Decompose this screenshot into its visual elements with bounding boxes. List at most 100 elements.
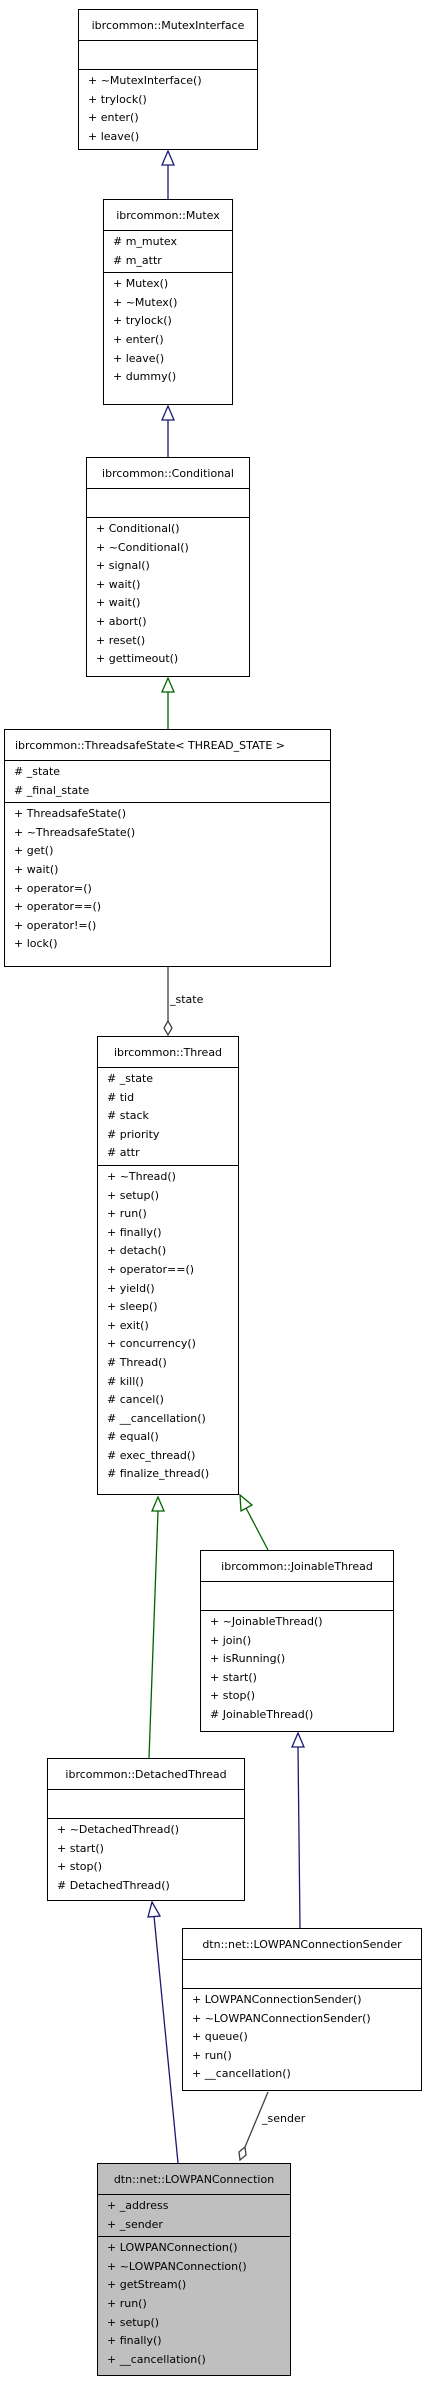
inherit-arrowhead bbox=[239, 1493, 254, 1513]
class-member: + stop() bbox=[210, 1689, 256, 1703]
class-member: + wait() bbox=[96, 596, 141, 610]
class-member: + lock() bbox=[14, 937, 58, 951]
class-member: # priority bbox=[107, 1127, 160, 1141]
edge-label-state: _state bbox=[170, 993, 204, 1006]
class-member: + ~LOWPANConnectionSender() bbox=[192, 2011, 371, 2025]
attributes-section: # _state# tid# stack# priority# attr bbox=[98, 1067, 238, 1165]
class-member: + isRunning() bbox=[210, 1652, 286, 1666]
class-member: + concurrency() bbox=[107, 1337, 196, 1351]
class-member: + finally() bbox=[107, 1225, 162, 1239]
class-member: + detach() bbox=[107, 1244, 167, 1258]
inherit-arrowhead bbox=[161, 149, 175, 166]
class-member: + __cancellation() bbox=[192, 2067, 291, 2081]
class-member: # JoinableThread() bbox=[210, 1707, 314, 1721]
class-member: + operator!=() bbox=[14, 918, 97, 932]
methods-section: + ~Thread()+ setup()+ run()+ finally()+ … bbox=[98, 1164, 238, 1486]
class-member: + ~Mutex() bbox=[113, 295, 178, 309]
class-member: + Mutex() bbox=[113, 277, 169, 291]
class-member: # tid bbox=[107, 1090, 135, 1104]
class-title: ibrcommon::JoinableThread bbox=[221, 1560, 373, 1573]
class-member: + setup() bbox=[107, 1188, 160, 1202]
class-title: dtn::net::LOWPANConnection bbox=[113, 2173, 275, 2186]
class-member: + join() bbox=[210, 1633, 252, 1647]
class-conditional[interactable]: ibrcommon::Conditional + Conditional()+ … bbox=[86, 457, 250, 677]
edge-detachedthread-to-thread bbox=[148, 1510, 159, 1759]
class-member: + operator=() bbox=[14, 881, 92, 895]
methods-section: + ~MutexInterface()+ trylock()+ enter()+… bbox=[79, 69, 257, 148]
class-title: ibrcommon::ThreadsafeState< THREAD_STATE… bbox=[15, 739, 286, 752]
class-member: + sleep() bbox=[107, 1300, 158, 1314]
class-member: + setup() bbox=[107, 2315, 160, 2329]
attributes-section bbox=[79, 40, 257, 69]
edge-lowpanconnection-uses-sender bbox=[244, 2091, 269, 2148]
class-member: # cancel() bbox=[107, 1393, 164, 1407]
class-member: + ~ThreadsafeState() bbox=[14, 825, 136, 839]
class-member: # equal() bbox=[107, 1430, 159, 1444]
class-member: + start() bbox=[210, 1670, 257, 1684]
class-member: + operator==() bbox=[107, 1262, 195, 1276]
class-member: + signal() bbox=[96, 559, 150, 573]
class-title: ibrcommon::MutexInterface bbox=[91, 19, 245, 32]
class-mutexinterface[interactable]: ibrcommon::MutexInterface + ~MutexInterf… bbox=[78, 9, 258, 150]
class-mutex[interactable]: ibrcommon::Mutex # m_mutex# m_attr + Mut… bbox=[103, 199, 233, 405]
class-title: ibrcommon::Conditional bbox=[102, 467, 234, 480]
inherit-arrowhead bbox=[161, 404, 175, 421]
class-member: + Conditional() bbox=[96, 522, 180, 535]
class-member: + operator==() bbox=[14, 900, 102, 914]
class-member: + ~LOWPANConnection() bbox=[107, 2259, 247, 2273]
edge-sender-to-joinablethread bbox=[297, 1746, 301, 1929]
class-member: # finalize_thread() bbox=[107, 1467, 210, 1481]
class-member: + exit() bbox=[107, 1318, 149, 1332]
edge-lowpanconnection-to-detachedthread bbox=[153, 1915, 179, 2164]
class-member: # _final_state bbox=[14, 783, 90, 797]
class-member: # stack bbox=[107, 1109, 149, 1123]
class-joinablethread[interactable]: ibrcommon::JoinableThread + ~JoinableThr… bbox=[200, 1550, 394, 1732]
edge-label-sender: _sender bbox=[262, 2112, 306, 2125]
attributes-section: + _address + _sender bbox=[98, 2194, 290, 2236]
class-member: + abort() bbox=[96, 614, 147, 628]
class-threadsafestate[interactable]: ibrcommon::ThreadsafeState< THREAD_STATE… bbox=[4, 729, 331, 967]
class-member: + start() bbox=[57, 1841, 104, 1855]
class-title: ibrcommon::Mutex bbox=[116, 209, 220, 222]
class-member: + enter() bbox=[113, 332, 164, 346]
class-member: + get() bbox=[14, 844, 54, 858]
class-member: + LOWPANConnectionSender() bbox=[192, 1993, 362, 2006]
class-member: + _address bbox=[107, 2199, 169, 2212]
class-detachedthread[interactable]: ibrcommon::DetachedThread + ~DetachedThr… bbox=[47, 1758, 245, 1901]
methods-section: + LOWPANConnection() + ~LOWPANConnection(… bbox=[98, 2236, 290, 2371]
class-member: + gettimeout() bbox=[96, 652, 179, 666]
class-lowpanconnectionsender[interactable]: dtn::net::LOWPANConnectionSender + LOWPA… bbox=[182, 1928, 422, 2091]
class-member: # _state bbox=[14, 765, 61, 778]
class-member: + ~Conditional() bbox=[96, 540, 189, 554]
methods-section: + ~DetachedThread()+ start()+ stop()# De… bbox=[48, 1818, 244, 1897]
class-member: + ~JoinableThread() bbox=[210, 1615, 323, 1628]
attributes-section bbox=[183, 1959, 421, 1988]
methods-section: + Mutex()+ ~Mutex()+ trylock()+ enter()+… bbox=[104, 272, 232, 389]
class-member: + finally() bbox=[107, 2334, 162, 2348]
class-member: + trylock() bbox=[113, 314, 172, 328]
inherit-arrowhead bbox=[291, 1731, 305, 1748]
class-member: + LOWPANConnection() bbox=[107, 2241, 238, 2255]
inherit-arrowhead bbox=[151, 1495, 165, 1512]
inherit-arrowhead bbox=[161, 676, 175, 693]
class-member: + reset() bbox=[96, 633, 146, 647]
class-member: + yield() bbox=[107, 1281, 155, 1295]
aggregation-diamond bbox=[238, 2145, 247, 2162]
class-title: ibrcommon::Thread bbox=[113, 1046, 223, 1059]
class-member: # _state bbox=[107, 1072, 154, 1085]
attributes-section: # m_mutex# m_attr bbox=[104, 230, 232, 272]
class-thread[interactable]: ibrcommon::Thread # _state# tid# stack# … bbox=[97, 1036, 239, 1495]
methods-section: + ThreadsafeState()+ ~ThreadsafeState()+… bbox=[5, 802, 330, 956]
aggregation-diamond bbox=[163, 1019, 173, 1037]
class-member: # exec_thread() bbox=[107, 1448, 196, 1462]
methods-section: + LOWPANConnectionSender() + ~LOWPANConne… bbox=[183, 1988, 421, 2086]
class-member: + wait() bbox=[14, 862, 59, 876]
class-member: + leave() bbox=[88, 129, 140, 143]
edge-joinablethread-to-thread bbox=[245, 1507, 269, 1551]
class-member: + wait() bbox=[96, 577, 141, 591]
class-member: + run() bbox=[107, 1207, 147, 1221]
class-lowpanconnection[interactable]: dtn::net::LOWPANConnection + _address+ _… bbox=[97, 2163, 291, 2376]
class-member: # kill() bbox=[107, 1374, 144, 1388]
class-member: + _sender bbox=[107, 2217, 163, 2231]
class-member: + ~DetachedThread() bbox=[57, 1823, 180, 1836]
